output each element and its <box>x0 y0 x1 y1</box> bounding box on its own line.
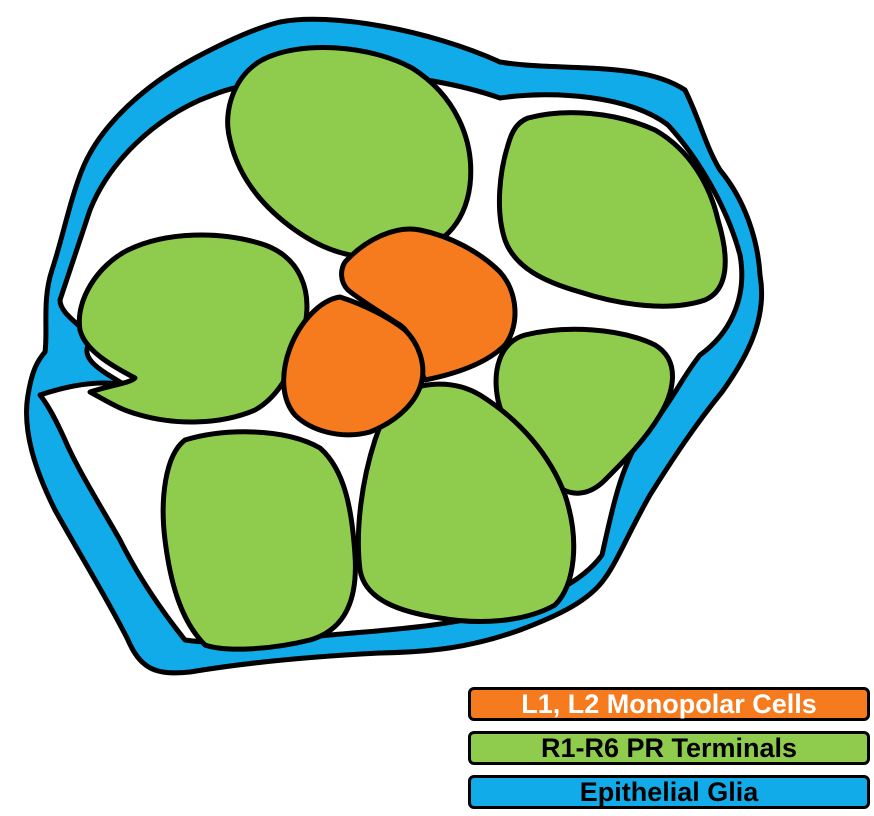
legend-label: Epithelial Glia <box>579 776 759 807</box>
monopolar-cell-l2 <box>281 294 426 438</box>
pr-terminal <box>355 381 577 624</box>
pr-terminal <box>160 429 358 652</box>
legend-pr-terminals: R1-R6 PR Terminals <box>468 731 870 765</box>
pr-terminal <box>496 110 728 309</box>
monopolar-cell-l1 <box>339 226 518 383</box>
pr-terminal <box>76 232 310 425</box>
legend-monopolar-cells: L1, L2 Monopolar Cells <box>468 687 870 721</box>
legend-epithelial-glia: Epithelial Glia <box>468 775 870 809</box>
legend-label: R1-R6 PR Terminals <box>540 732 798 763</box>
legend-label: L1, L2 Monopolar Cells <box>521 688 817 719</box>
